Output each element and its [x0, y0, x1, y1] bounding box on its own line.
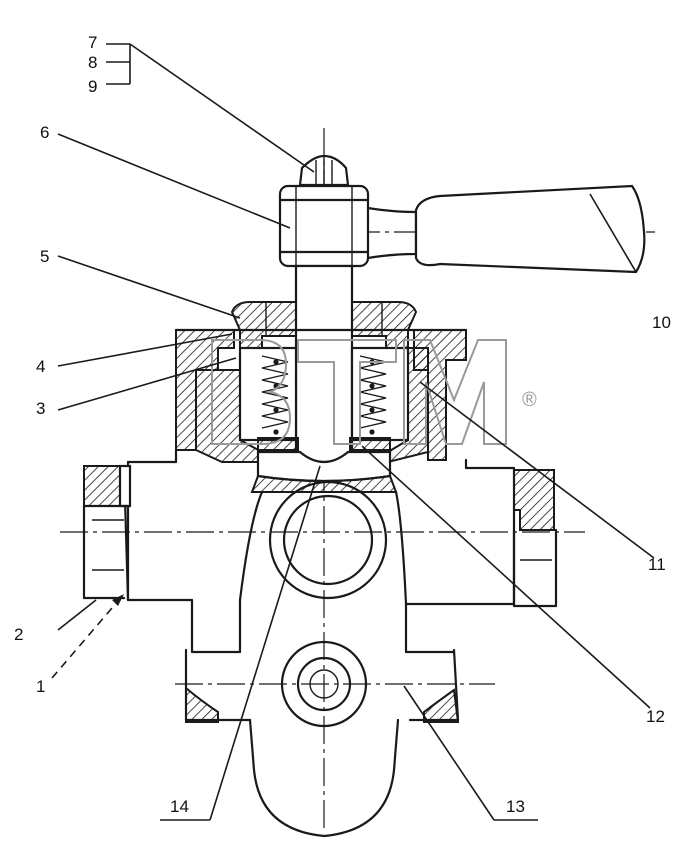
spring-chamber-right — [349, 346, 410, 451]
valve-body — [126, 448, 516, 838]
handle-lever — [366, 184, 646, 274]
hex-nut — [278, 184, 370, 268]
callout-7: 7 — [88, 33, 97, 52]
leader-lines — [51, 43, 655, 821]
callout-3: 3 — [36, 399, 45, 418]
callout-12: 12 — [646, 707, 665, 726]
callout-5: 5 — [40, 247, 49, 266]
callout-8: 8 — [88, 53, 97, 72]
callout-2: 2 — [14, 625, 23, 644]
right-flange — [512, 469, 558, 608]
callouts: 7 8 9 6 5 4 3 2 1 10 11 12 13 14 — [14, 33, 671, 816]
watermark: ® — [211, 339, 537, 445]
callout-4: 4 — [36, 357, 45, 376]
callout-10: 10 — [652, 313, 671, 332]
callout-11: 11 — [648, 555, 666, 574]
callout-14: 14 — [170, 797, 189, 816]
watermark-registered-mark: ® — [522, 389, 537, 411]
spring-chamber-left — [238, 346, 299, 451]
valve-stem — [294, 264, 354, 464]
callout-6: 6 — [40, 123, 49, 142]
callout-9: 9 — [88, 77, 97, 96]
callout-13: 13 — [506, 797, 525, 816]
lower-ports — [185, 685, 460, 723]
callout-1: 1 — [36, 677, 45, 696]
left-flange — [82, 464, 132, 602]
top-nut — [298, 154, 350, 187]
valve-plug — [250, 450, 398, 493]
